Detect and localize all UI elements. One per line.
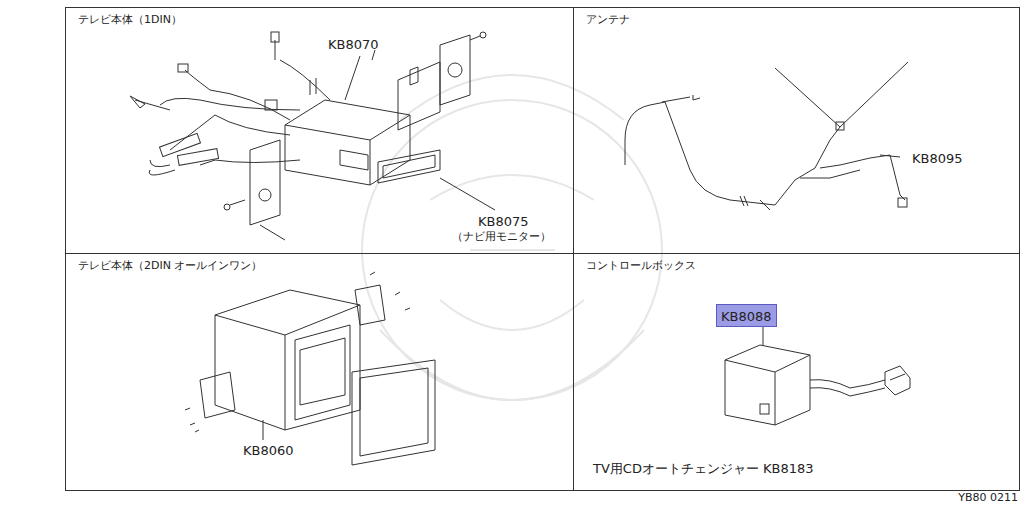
panel-heading: テレビ本体（2DIN オールインワン）: [78, 258, 262, 273]
part-label: KB8095: [912, 152, 963, 166]
panel-heading: コントロールボックス: [586, 258, 696, 273]
part-label: KB8070: [328, 38, 379, 52]
part-number: KB8088: [721, 309, 772, 324]
diagram-panel: アンテナ: [573, 7, 1020, 254]
figure-code: YB80 0211: [958, 492, 1018, 504]
part-label: KB8075: [478, 215, 529, 229]
part-label: （ナビ用モニター）: [452, 231, 551, 243]
diagram-panel: テレビ本体（2DIN オールインワン）: [65, 253, 574, 491]
part-label: KB8060: [243, 444, 294, 458]
diagram-panel: コントロールボックス KB8088: [573, 253, 1020, 491]
panel-heading: アンテナ: [586, 12, 630, 27]
panel-heading: テレビ本体（1DIN）: [78, 12, 182, 27]
highlighted-part-number: KB8088: [716, 304, 777, 327]
part-label: TV用CDオートチェンジャー KB8183: [593, 462, 814, 476]
